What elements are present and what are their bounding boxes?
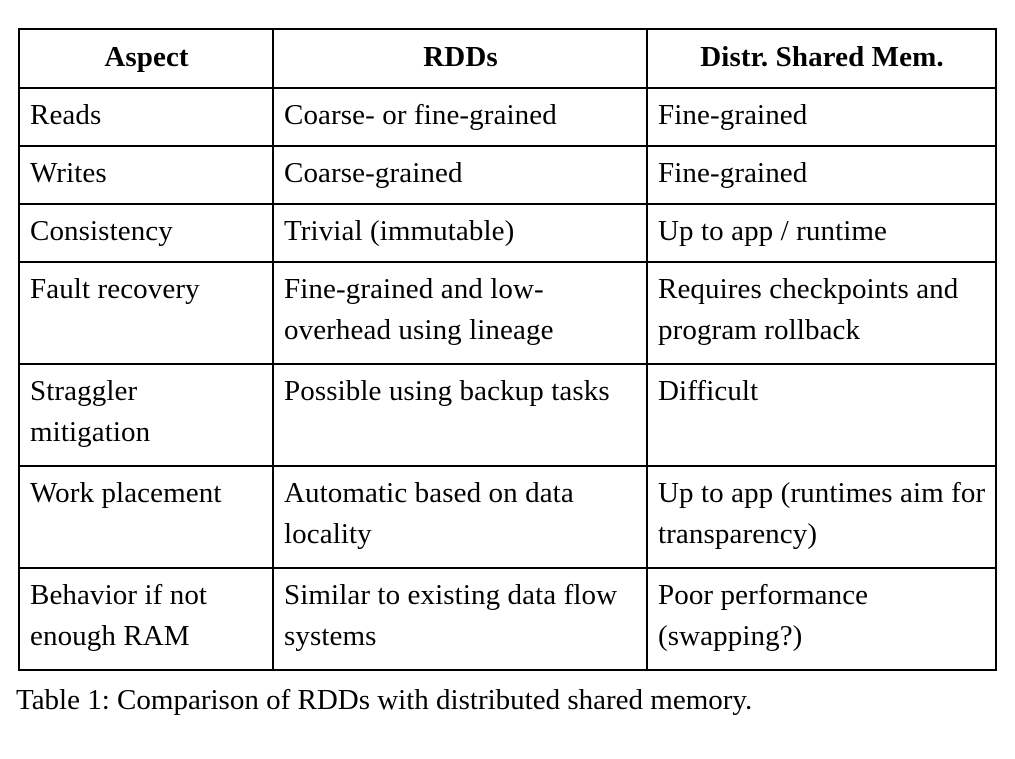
table-row: Consistency Trivial (immutable) Up to ap… bbox=[18, 203, 997, 264]
cell-dsm: Up to app / runtime bbox=[646, 203, 997, 264]
table-row: Fault recovery Fine-grained and low-over… bbox=[18, 261, 997, 366]
column-header-rdds: RDDs bbox=[272, 27, 648, 90]
cell-aspect: Fault recovery bbox=[18, 261, 274, 366]
cell-rdds: Fine-grained and low-overhead using line… bbox=[272, 261, 648, 366]
cell-rdds: Coarse- or fine-grained bbox=[272, 87, 648, 148]
table-row: Behavior if not enough RAM Similar to ex… bbox=[18, 567, 997, 672]
cell-aspect: Reads bbox=[18, 87, 274, 148]
table-row: Reads Coarse- or fine-grained Fine-grain… bbox=[18, 87, 997, 148]
cell-rdds: Coarse-grained bbox=[272, 145, 648, 206]
cell-dsm: Up to app (runtimes aim for transparency… bbox=[646, 465, 997, 570]
column-header-dsm: Distr. Shared Mem. bbox=[646, 27, 997, 90]
table-body: Reads Coarse- or fine-grained Fine-grain… bbox=[18, 87, 997, 672]
cell-rdds: Trivial (immutable) bbox=[272, 203, 648, 264]
cell-rdds: Automatic based on data locality bbox=[272, 465, 648, 570]
cell-aspect: Work placement bbox=[18, 465, 274, 570]
cell-aspect: Behavior if not enough RAM bbox=[18, 567, 274, 672]
cell-dsm: Fine-grained bbox=[646, 87, 997, 148]
column-header-aspect: Aspect bbox=[18, 27, 274, 90]
cell-rdds: Possible using backup tasks bbox=[272, 363, 648, 468]
table-caption: Table 1: Comparison of RDDs with distrib… bbox=[16, 684, 753, 716]
cell-aspect: Writes bbox=[18, 145, 274, 206]
table-header: Aspect RDDs Distr. Shared Mem. bbox=[18, 27, 997, 90]
cell-dsm: Requires checkpoints and program rollbac… bbox=[646, 261, 997, 366]
cell-dsm: Fine-grained bbox=[646, 145, 997, 206]
comparison-table-container: Aspect RDDs Distr. Shared Mem. Reads Coa… bbox=[18, 27, 997, 672]
cell-rdds: Similar to existing data flow systems bbox=[272, 567, 648, 672]
table-row: Work placement Automatic based on data l… bbox=[18, 465, 997, 570]
table-row: Writes Coarse-grained Fine-grained bbox=[18, 145, 997, 206]
table-header-row: Aspect RDDs Distr. Shared Mem. bbox=[18, 27, 997, 90]
table-row: Straggler mitigation Possible using back… bbox=[18, 363, 997, 468]
cell-aspect: Straggler mitigation bbox=[18, 363, 274, 468]
cell-dsm: Poor performance (swapping?) bbox=[646, 567, 997, 672]
cell-aspect: Consistency bbox=[18, 203, 274, 264]
comparison-table: Aspect RDDs Distr. Shared Mem. Reads Coa… bbox=[18, 27, 997, 672]
cell-dsm: Difficult bbox=[646, 363, 997, 468]
